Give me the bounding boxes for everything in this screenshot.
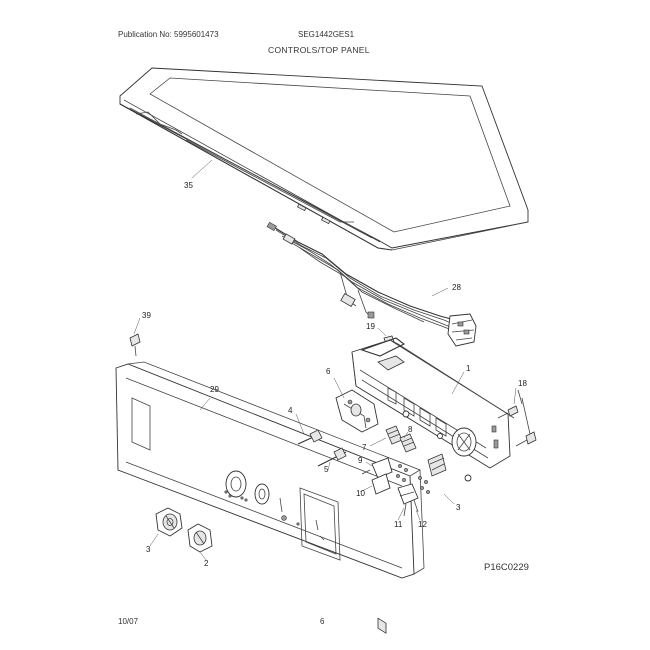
- part-label-12: 12: [418, 520, 427, 529]
- knob-assembly-3-right-drawing: [418, 453, 472, 494]
- wire-harness-drawing: [266, 221, 477, 347]
- part-label-5: 5: [324, 465, 329, 474]
- part-label-39: 39: [142, 311, 151, 320]
- page-number: 6: [320, 617, 325, 626]
- shaft-4-drawing: [297, 429, 323, 445]
- part-label-3-left: 3: [146, 545, 151, 554]
- screw-39-drawing: [129, 333, 141, 357]
- part-label-19: 19: [366, 322, 375, 331]
- part-label-28: 28: [452, 283, 461, 292]
- switches-9-10-drawing: [361, 457, 408, 495]
- part-label-35: 35: [184, 181, 193, 190]
- shaft-5-drawing: [317, 447, 347, 467]
- part-label-8: 8: [408, 425, 413, 434]
- part-label-1: 1: [466, 364, 471, 373]
- part-label-6: 6: [326, 367, 331, 376]
- part-label-4: 4: [288, 406, 293, 415]
- screws-18-drawing: [497, 389, 537, 447]
- bracket-6-drawing: [335, 389, 379, 433]
- part-label-29: 29: [210, 385, 219, 394]
- switches-7-8-drawing: [385, 425, 417, 453]
- top-panel-drawing: [119, 67, 529, 251]
- control-board-housing-drawing: [351, 337, 515, 634]
- part-label-3-right: 3: [456, 503, 461, 512]
- part-label-9: 9: [358, 456, 363, 465]
- control-panel-drawing: [115, 361, 425, 579]
- page-title: CONTROLS/TOP PANEL: [268, 45, 370, 55]
- publication-number: Publication No: 5995601473: [118, 30, 219, 39]
- diagram-code: P16C0229: [484, 562, 529, 573]
- part-label-18: 18: [518, 379, 527, 388]
- knob-3-left-drawing: [155, 507, 183, 537]
- part-label-10: 10: [356, 489, 365, 498]
- part-label-11: 11: [394, 520, 403, 529]
- knob-2-drawing: [187, 523, 213, 553]
- leader-lines: [133, 159, 517, 561]
- part-label-7: 7: [362, 443, 367, 452]
- knobs-11-12-drawing: [397, 483, 419, 517]
- part-label-2: 2: [204, 559, 209, 568]
- model-number: SEG1442GES1: [298, 30, 355, 39]
- footer-date: 10/07: [118, 617, 139, 626]
